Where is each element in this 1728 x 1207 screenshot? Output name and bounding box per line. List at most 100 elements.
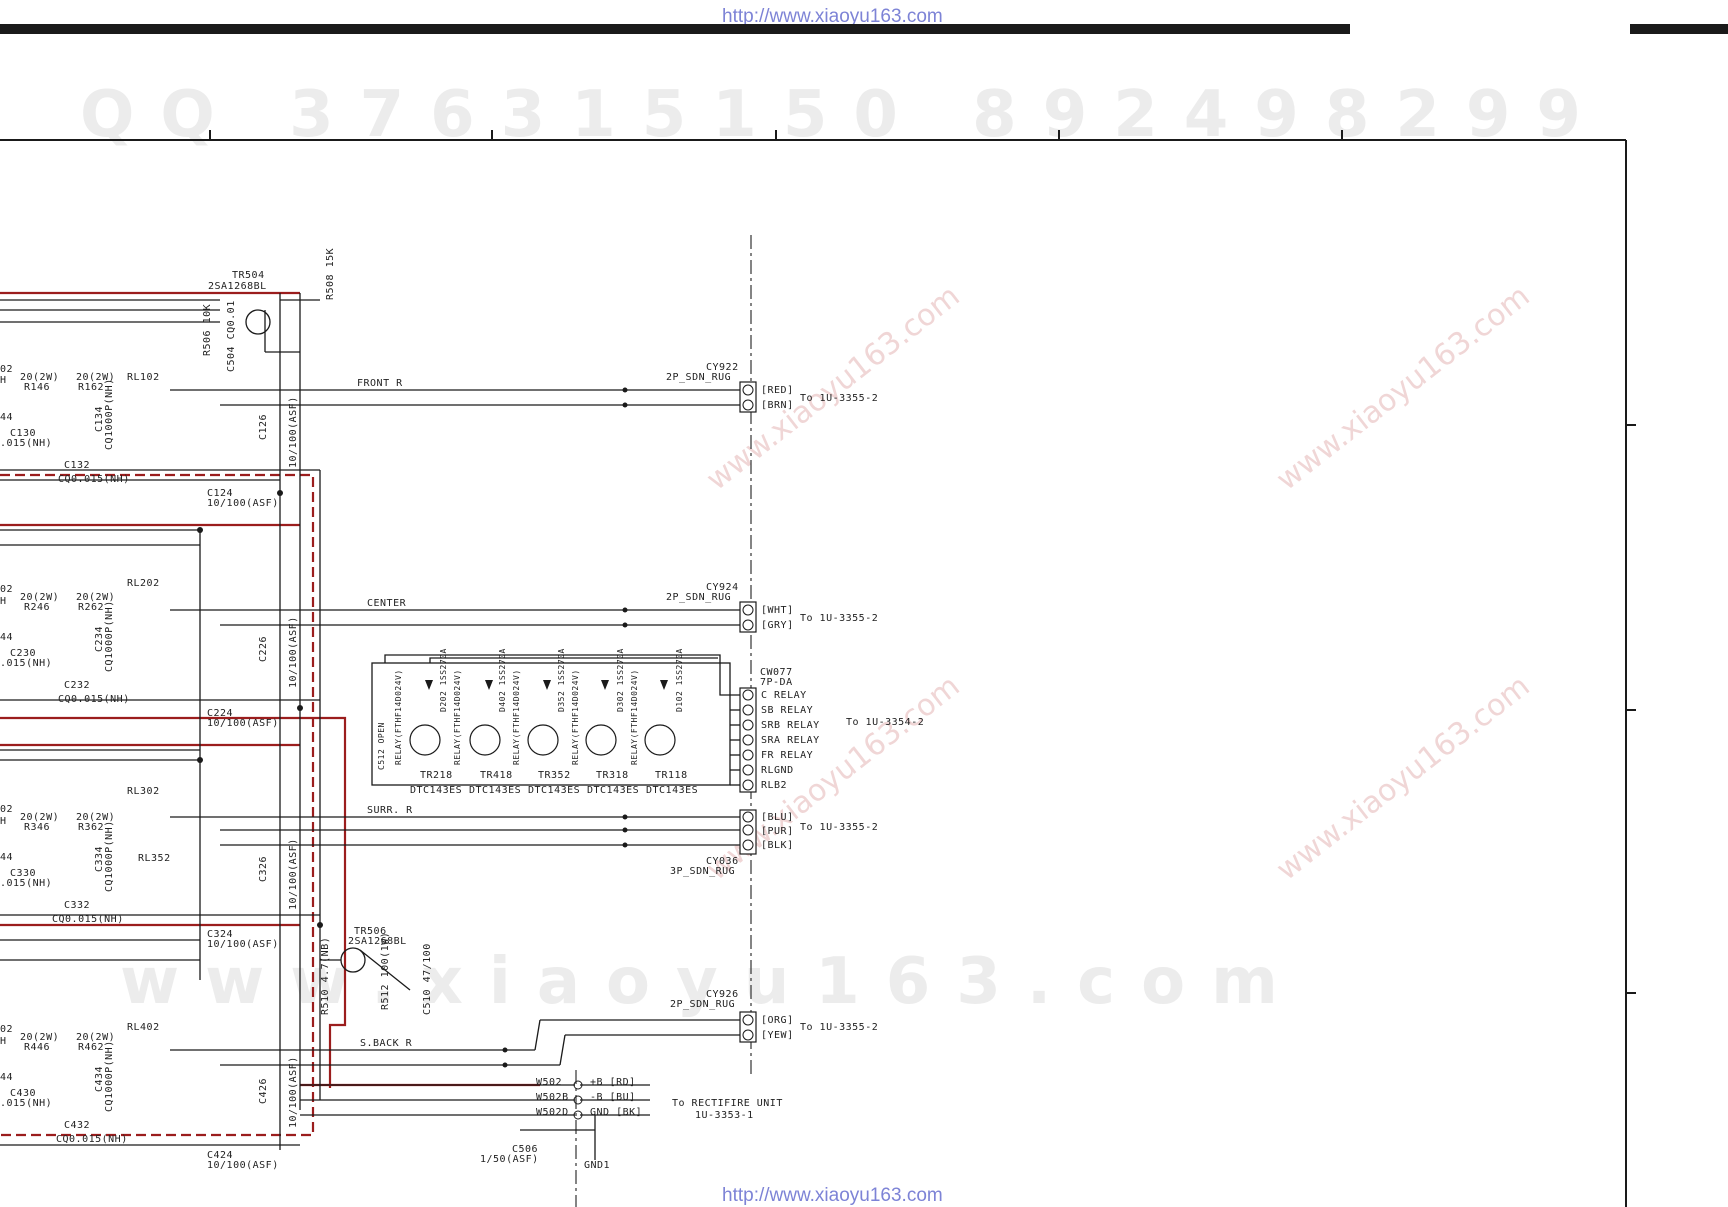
ch4-r-b: R462 <box>78 1042 105 1053</box>
ch4-res-b: 20(2W) <box>76 1032 116 1043</box>
power-unit: 1U-3353-1 <box>695 1110 754 1121</box>
ch4-relay: RL402 <box>127 1022 160 1033</box>
ch4-c-vert-val: 10/100(ASF) <box>288 1056 299 1128</box>
cw077-pin2: SB RELAY <box>761 705 814 716</box>
top-url-link[interactable]: http://www.xiaoyu163.com <box>722 6 943 27</box>
cy922-dest: To 1U-3355-2 <box>800 393 879 404</box>
ch4-c-c: C432 <box>64 1120 91 1131</box>
cw077-pin7: RLB2 <box>761 780 788 791</box>
wire-3: W502D <box>536 1107 569 1118</box>
ch3-c-b-val: CQ1000P(NH) <box>104 820 115 892</box>
c504-label: C504 CQ0.01 <box>226 300 237 372</box>
ch2-c-val: .015(NH) <box>0 658 53 669</box>
driver-transistors <box>409 724 676 756</box>
ch1-h: H <box>0 375 7 386</box>
ch1-c-b-val: CQ1000P(NH) <box>104 378 115 450</box>
driver-tr-3: TR352 <box>538 770 571 781</box>
cy924-name: CY924 <box>706 582 739 593</box>
ch4-c-big-val: 10/100(ASF) <box>207 1160 279 1171</box>
c512-label: C512 OPEN <box>377 722 386 770</box>
ch2-02: 02 <box>0 584 14 595</box>
ch3-c-c: C332 <box>64 900 91 911</box>
driver-diode-2: D402 1SS270A <box>498 648 507 712</box>
ch4-res-a: 20(2W) <box>20 1032 60 1043</box>
driver-diode-1: D202 1SS270A <box>439 648 448 712</box>
ch4-c-b-val: CQ1000P(NH) <box>104 1040 115 1112</box>
ch2-res-b: 20(2W) <box>76 592 116 603</box>
cy922-name: CY922 <box>706 362 739 373</box>
r508-label: R508 15K <box>325 247 336 300</box>
tr506-name: TR506 <box>354 926 387 937</box>
ch3-c-vert-val: 10/100(ASF) <box>288 838 299 910</box>
frame-ticks <box>209 130 1636 994</box>
ch4-c-vert: C426 <box>258 1077 269 1104</box>
ch1-relay: RL102 <box>127 372 160 383</box>
ch4-r-a: R446 <box>24 1042 51 1053</box>
ch4-02: 02 <box>0 1024 14 1035</box>
driver-tr-2: TR418 <box>480 770 513 781</box>
wire-2: W502B <box>536 1092 569 1103</box>
r512-label: R512 100(1W) <box>380 931 391 1010</box>
wire-1: W502 <box>536 1077 563 1088</box>
ch3-c-big-val: 10/100(ASF) <box>207 939 279 950</box>
ch3-relay: RL302 <box>127 786 160 797</box>
tr506-part: 2SA1268BL <box>348 936 407 947</box>
ch3-relay2: RL352 <box>138 853 171 864</box>
ch2-c-b-val: CQ1000P(NH) <box>104 600 115 672</box>
driver-diode-4: D302 1SS270A <box>616 648 625 712</box>
signal-center: CENTER <box>367 598 407 609</box>
driver-relay-2: RELAY(FTHF14D024V) <box>453 669 462 765</box>
ch4-c-a: C430 <box>10 1088 37 1099</box>
ch3-44: 44 <box>0 852 14 863</box>
signal-front: FRONT R <box>357 378 403 389</box>
ch1-c-a: C130 <box>10 428 37 439</box>
cy036-dest: To 1U-3355-2 <box>800 822 879 833</box>
rail-2: -B [BU] <box>590 1092 636 1103</box>
driver-relay-3: RELAY(FTHF14D024V) <box>512 669 521 765</box>
ch3-c-big: C324 <box>207 929 234 940</box>
black-wiring <box>0 293 740 1160</box>
cy924-pin2: [GRY] <box>761 620 794 631</box>
cy036-name: CY036 <box>706 856 739 867</box>
ch3-h: H <box>0 816 7 827</box>
cy922-pin2: [BRN] <box>761 400 794 411</box>
ch1-44: 44 <box>0 412 14 423</box>
cw077-pin1: C RELAY <box>761 690 807 701</box>
connector-pins <box>739 381 757 1043</box>
ch2-relay: RL202 <box>127 578 160 589</box>
cw077-dest: To 1U-3354-2 <box>846 717 925 728</box>
cy036-pin3: [BLK] <box>761 840 794 851</box>
pin-circles <box>573 384 754 1120</box>
r506-label: R506 10K <box>202 303 213 356</box>
signal-sback: S.BACK R <box>360 1038 413 1049</box>
ch4-44: 44 <box>0 1072 14 1083</box>
ch1-c-big: C124 <box>207 488 234 499</box>
ch1-r-b: R162 <box>78 382 105 393</box>
ch2-c-big-val: 10/100(ASF) <box>207 718 279 729</box>
ch1-r-a: R146 <box>24 382 51 393</box>
bottom-url-link[interactable]: http://www.xiaoyu163.com <box>722 1185 943 1206</box>
rail-3: GND [BK] <box>590 1107 643 1118</box>
driver-relay-5: RELAY(FTHF14D024V) <box>630 669 639 765</box>
ch4-c-big: C424 <box>207 1150 234 1161</box>
ch1-c-big-val: 10/100(ASF) <box>207 498 279 509</box>
cy036-pin2: [PUR] <box>761 826 794 837</box>
ch3-c-a: C330 <box>10 868 37 879</box>
cw077-type: 7P-DA <box>760 677 793 688</box>
ch3-res-b: 20(2W) <box>76 812 116 823</box>
ch3-cq: CQ0.015(NH) <box>52 914 124 925</box>
ch2-c-a: C230 <box>10 648 37 659</box>
cy922-pin1: [RED] <box>761 385 794 396</box>
ch3-c-val: .015(NH) <box>0 878 53 889</box>
driver-relay-4: RELAY(FTHF14D024V) <box>571 669 580 765</box>
rail-1: +B [RD] <box>590 1077 636 1088</box>
driver-part-4: DTC143ES <box>587 785 640 796</box>
cw077-pin4: SRA RELAY <box>761 735 820 746</box>
driver-tr-1: TR218 <box>420 770 453 781</box>
ch2-c-vert-val: 10/100(ASF) <box>288 616 299 688</box>
driver-diode-5: D102 1SS270A <box>675 648 684 712</box>
driver-tr-5: TR118 <box>655 770 688 781</box>
cy924-type: 2P_SDN_RUG <box>666 592 732 603</box>
